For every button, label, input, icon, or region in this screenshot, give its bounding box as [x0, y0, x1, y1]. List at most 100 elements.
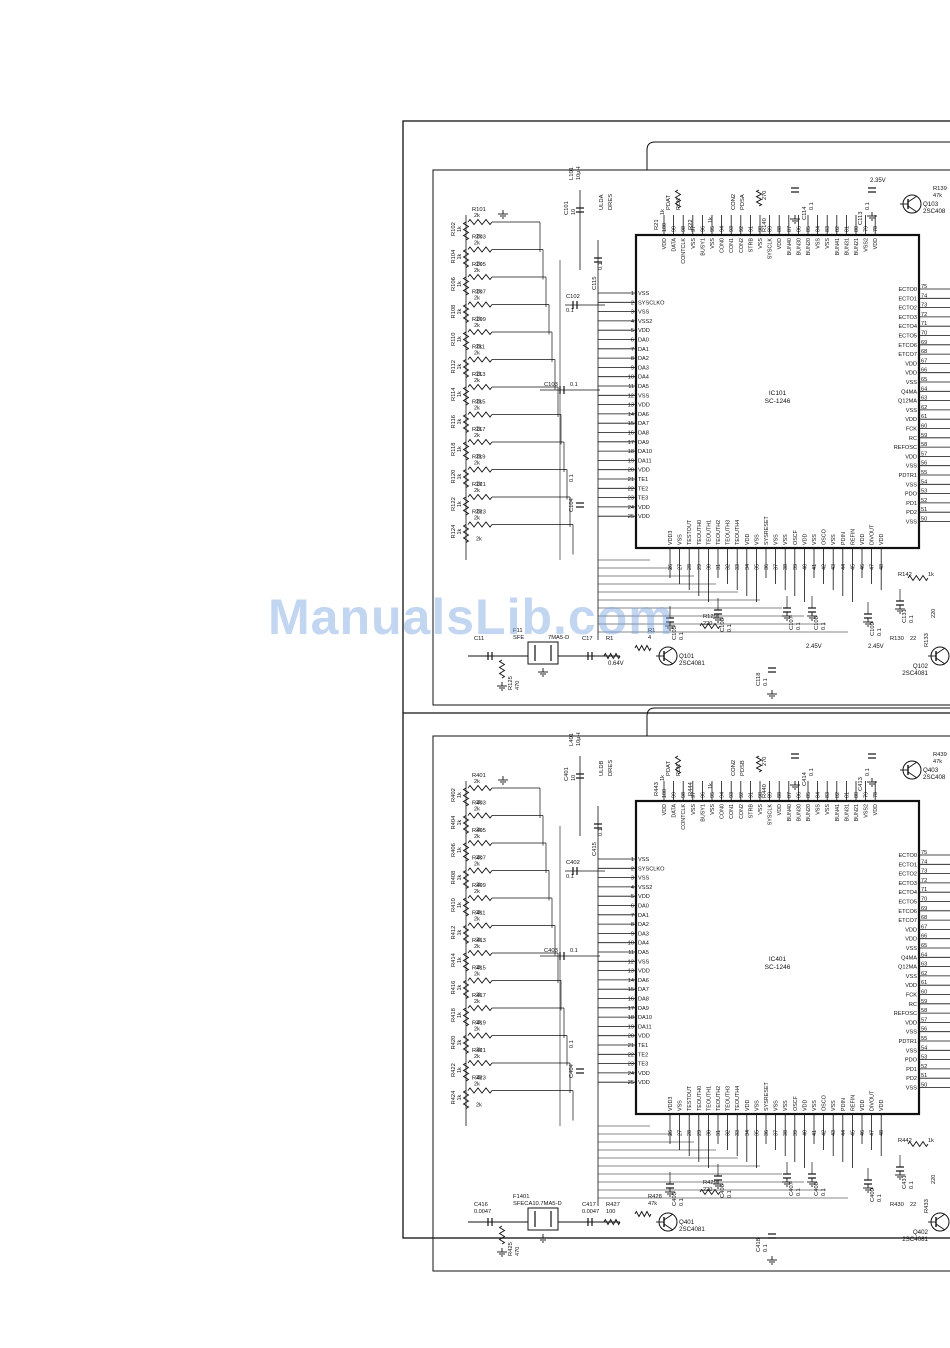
ic-pin-name: DATA [672, 238, 678, 252]
resistor-ref: R118 [451, 443, 457, 456]
ic-pin-name: CONTCLK [681, 238, 687, 264]
ic-pin-name: BUN21 [854, 804, 860, 821]
ic-pin-name: VSS [906, 1030, 917, 1036]
wire [935, 1213, 946, 1221]
ic-pin-number: 16 [628, 431, 634, 437]
ic-pin-name: VDD3 [668, 1097, 674, 1111]
ic-pin-number: 66 [921, 934, 927, 940]
resistor-value: 2k [476, 965, 482, 971]
ic-pin-number: 78 [873, 226, 879, 232]
ic-pin-number: 71 [921, 321, 927, 327]
resistor-ref: R428 [648, 1194, 662, 1200]
ic-pin-number: 48 [879, 1130, 885, 1136]
capacitor-ref: C415 [592, 842, 598, 856]
ic-pin-name: VDD [638, 468, 650, 474]
ic-pin-name: VSS [906, 1048, 917, 1054]
ic-pin-number: 56 [921, 461, 927, 467]
ic-pin-name: TEOUTH0 [697, 520, 703, 545]
ic-pin-name: VSS [783, 1100, 789, 1111]
resistor-ref: R113 [472, 372, 485, 378]
resistor-ref: R408 [451, 871, 457, 885]
capacitor-value: 0.1 [796, 622, 802, 630]
ic-pin-number: 37 [774, 1130, 780, 1136]
wire [663, 1223, 674, 1231]
ic-pin-name: DA2 [638, 356, 649, 362]
inductor-value: 10μH [576, 167, 582, 181]
ic-pin-number: 8 [631, 356, 634, 362]
ic-pin-number: 68 [921, 915, 927, 921]
ic-pin-number: 26 [668, 564, 674, 570]
ic-pin-name: BUN20 [806, 238, 812, 255]
resistor-ref: R420 [451, 1036, 457, 1050]
capacitor-ref: C114 [802, 206, 808, 220]
ic-pin-name: VSS [638, 291, 649, 297]
resistor-value: 2k [474, 862, 480, 868]
resistor-ref: R442 [898, 1138, 912, 1144]
resistor-value: 47k [648, 1201, 657, 1207]
ic-pin-number: 20 [628, 1034, 634, 1040]
resistor-ref: R414 [451, 952, 457, 967]
resistor-symbol [699, 622, 721, 630]
ic-pin-number: 15 [628, 987, 634, 993]
resistor-ref: R402 [451, 788, 457, 802]
ic-pin-name: VSS2 [638, 319, 652, 325]
ic-pin-number: 9 [631, 931, 634, 937]
circuit-block-2: IC401SC-1246VSS1SYSCLKO2VSS3VSS24VDD5DA0… [432, 707, 950, 1272]
resistor-ref: R405 [472, 828, 486, 834]
ic-pin-number: 43 [831, 564, 837, 570]
resistor-symbol [467, 784, 493, 792]
ic-pin-name: DA9 [638, 1006, 649, 1012]
ic-pin-number: 97 [691, 226, 697, 232]
capacitor-value: 0.1 [909, 615, 915, 623]
ic-pin-number: 59 [921, 433, 927, 439]
resistor-symbol [907, 574, 929, 582]
resistor-value: 1k [457, 391, 463, 397]
capacitor-value: 0.1 [821, 1188, 827, 1196]
ceramic-filter-symbol [527, 1207, 559, 1231]
resistor-value: 2k [474, 213, 480, 219]
resistor-symbol [467, 411, 493, 418]
transistor-part: 2SC4081 [902, 670, 928, 677]
ic-pin-name: BUN20 [806, 804, 812, 821]
ic-pin-number: 31 [716, 1130, 722, 1136]
ic-pin-number: 79 [864, 226, 870, 232]
ic-pin-name: VDD [905, 927, 917, 933]
capacitor-value: 0.1 [570, 382, 578, 388]
resistor-value: 22 [910, 636, 916, 642]
ic-pin-number: 3 [631, 310, 634, 316]
wire [907, 205, 918, 213]
ic-pin-name: SYSRESET [764, 1082, 770, 1111]
filter-label: SFE [513, 635, 524, 641]
wire [907, 195, 918, 203]
ic-pin-name: TE2 [638, 1052, 648, 1058]
ic-pin-name: PDO [905, 492, 918, 498]
resistor-value: 2k [474, 834, 480, 840]
resistor-value: 1k [457, 336, 463, 342]
resistor-value: 1k [457, 930, 463, 936]
capacitor-value: 0.1 [809, 768, 815, 776]
resistor-value: 2k [476, 372, 482, 378]
ic-pin-name: BUN31 [844, 804, 850, 821]
ic-pin-number: 26 [668, 1130, 674, 1136]
net-label: DRES [608, 760, 614, 776]
resistor-value: 4 [648, 635, 651, 641]
ic-pin-number: 42 [822, 1130, 828, 1136]
ic-pin-number: 6 [631, 904, 634, 910]
ic-pin-name: TEOUTH3 [726, 520, 732, 545]
net-label: PDSA [740, 194, 746, 210]
ic-pin-name: DA1 [638, 347, 649, 353]
capacitor-value: 0.1 [865, 768, 871, 776]
ic-pin-name: VSS [831, 1100, 837, 1111]
resistor-symbol [467, 493, 493, 501]
ic-pin-number: 19 [628, 458, 634, 464]
ic-pin-name: VDD [745, 1100, 751, 1111]
ic-pin-name: ECTO5 [898, 334, 917, 340]
resistor-symbol [467, 1004, 493, 1012]
ic-pin-name: Q4MA [901, 389, 917, 395]
ic-pin-name: BUN30 [796, 238, 802, 255]
resistor-value: 1k [457, 820, 463, 826]
resistor-symbol [674, 755, 682, 775]
ic-pin-name: DA3 [638, 931, 649, 937]
resistor-symbol [467, 301, 493, 308]
wire [663, 1213, 674, 1221]
